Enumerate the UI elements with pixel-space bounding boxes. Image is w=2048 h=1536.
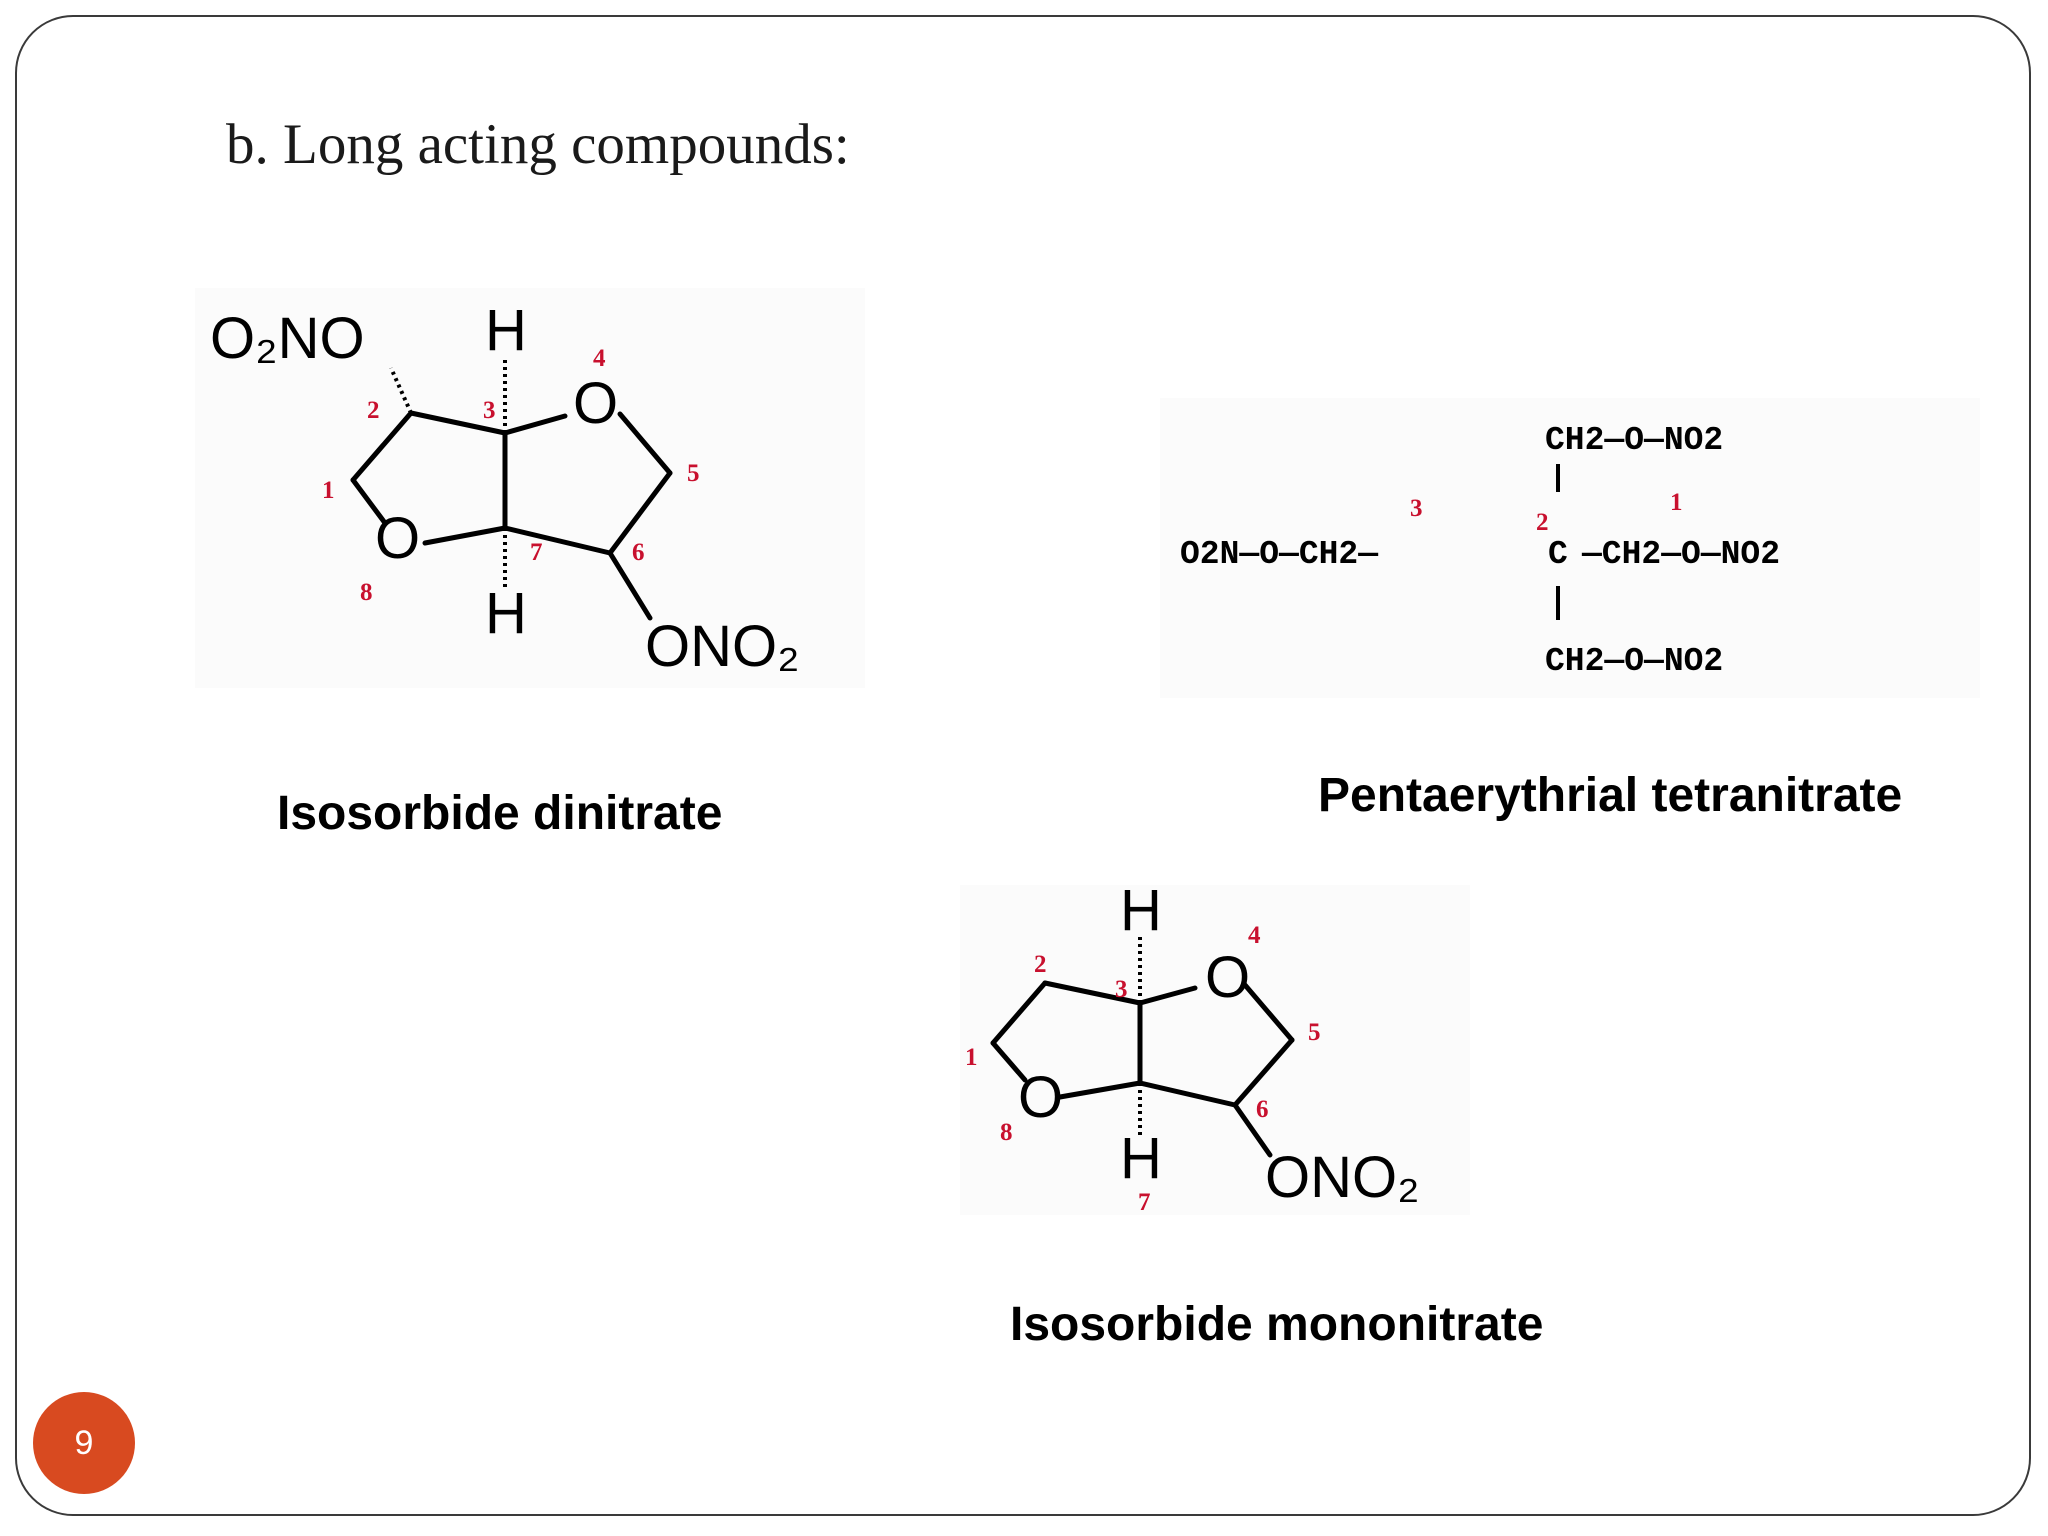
- slide-title: b. Long acting compounds:: [226, 113, 850, 176]
- caption-pentaerythrial-tetranitrate: Pentaerythrial tetranitrate: [1318, 769, 1903, 822]
- ismn-locant-2: 2: [1034, 951, 1047, 978]
- ismn-locant-6: 6: [1256, 1096, 1269, 1123]
- ismn-locant-4: 4: [1248, 922, 1261, 949]
- isosorbide-dinitrate-structure: O₂NO H O O H ONO₂ 1 2 3 4 5 6 7 8: [195, 288, 865, 688]
- ismn-oxygen-4: O: [1205, 945, 1250, 1010]
- pentaerythrial-tetranitrate-structure: CH2—O—NO2 O2N—O—CH2— C —CH2—O—NO2 CH2—O—…: [1160, 398, 1980, 698]
- locant-2: 2: [367, 397, 380, 424]
- ismn-hydrogen-top: H: [1120, 885, 1162, 943]
- locant-8: 8: [360, 579, 373, 606]
- hydrogen-top: H: [485, 298, 527, 363]
- petn-bottom-branch: CH2—O—NO2: [1545, 643, 1723, 680]
- ismn-locant-8: 8: [1000, 1119, 1013, 1146]
- slide-frame: [15, 15, 2031, 1516]
- oxygen-8: O: [375, 506, 420, 571]
- caption-isosorbide-mononitrate: Isosorbide mononitrate: [1010, 1298, 1544, 1351]
- oxygen-4: O: [573, 371, 618, 436]
- locant-1: 1: [322, 477, 335, 504]
- locant-5: 5: [687, 460, 700, 487]
- petn-locant-2: 2: [1536, 509, 1549, 536]
- hydrogen-bottom: H: [485, 581, 527, 646]
- ismn-locant-5: 5: [1308, 1019, 1321, 1046]
- ismn-oxygen-8: O: [1018, 1065, 1063, 1130]
- ismn-ono2-group: ONO₂: [1265, 1145, 1420, 1210]
- locant-7: 7: [530, 539, 543, 566]
- ono2-group: ONO₂: [645, 614, 800, 679]
- ismn-locant-7: 7: [1138, 1189, 1151, 1215]
- petn-locant-1: 1: [1670, 489, 1683, 516]
- o2no-group: O₂NO: [210, 306, 365, 371]
- ismn-locant-3: 3: [1115, 976, 1128, 1003]
- petn-locant-3: 3: [1410, 495, 1423, 522]
- petn-left-branch: O2N—O—CH2—: [1180, 536, 1378, 573]
- ismn-locant-1: 1: [965, 1044, 978, 1071]
- petn-central-carbon: C: [1548, 536, 1568, 573]
- petn-right-branch: —CH2—O—NO2: [1581, 536, 1780, 573]
- ismn-hydrogen-bottom: H: [1120, 1126, 1162, 1191]
- petn-top-branch: CH2—O—NO2: [1545, 422, 1723, 459]
- page-number-badge: 9: [33, 1392, 135, 1494]
- caption-isosorbide-dinitrate: Isosorbide dinitrate: [277, 787, 723, 840]
- locant-3: 3: [483, 397, 496, 424]
- locant-4: 4: [593, 345, 606, 372]
- locant-6: 6: [632, 539, 645, 566]
- isosorbide-mononitrate-structure: H O O H ONO₂ 1 2 3 4 5 6 7 8: [960, 885, 1470, 1215]
